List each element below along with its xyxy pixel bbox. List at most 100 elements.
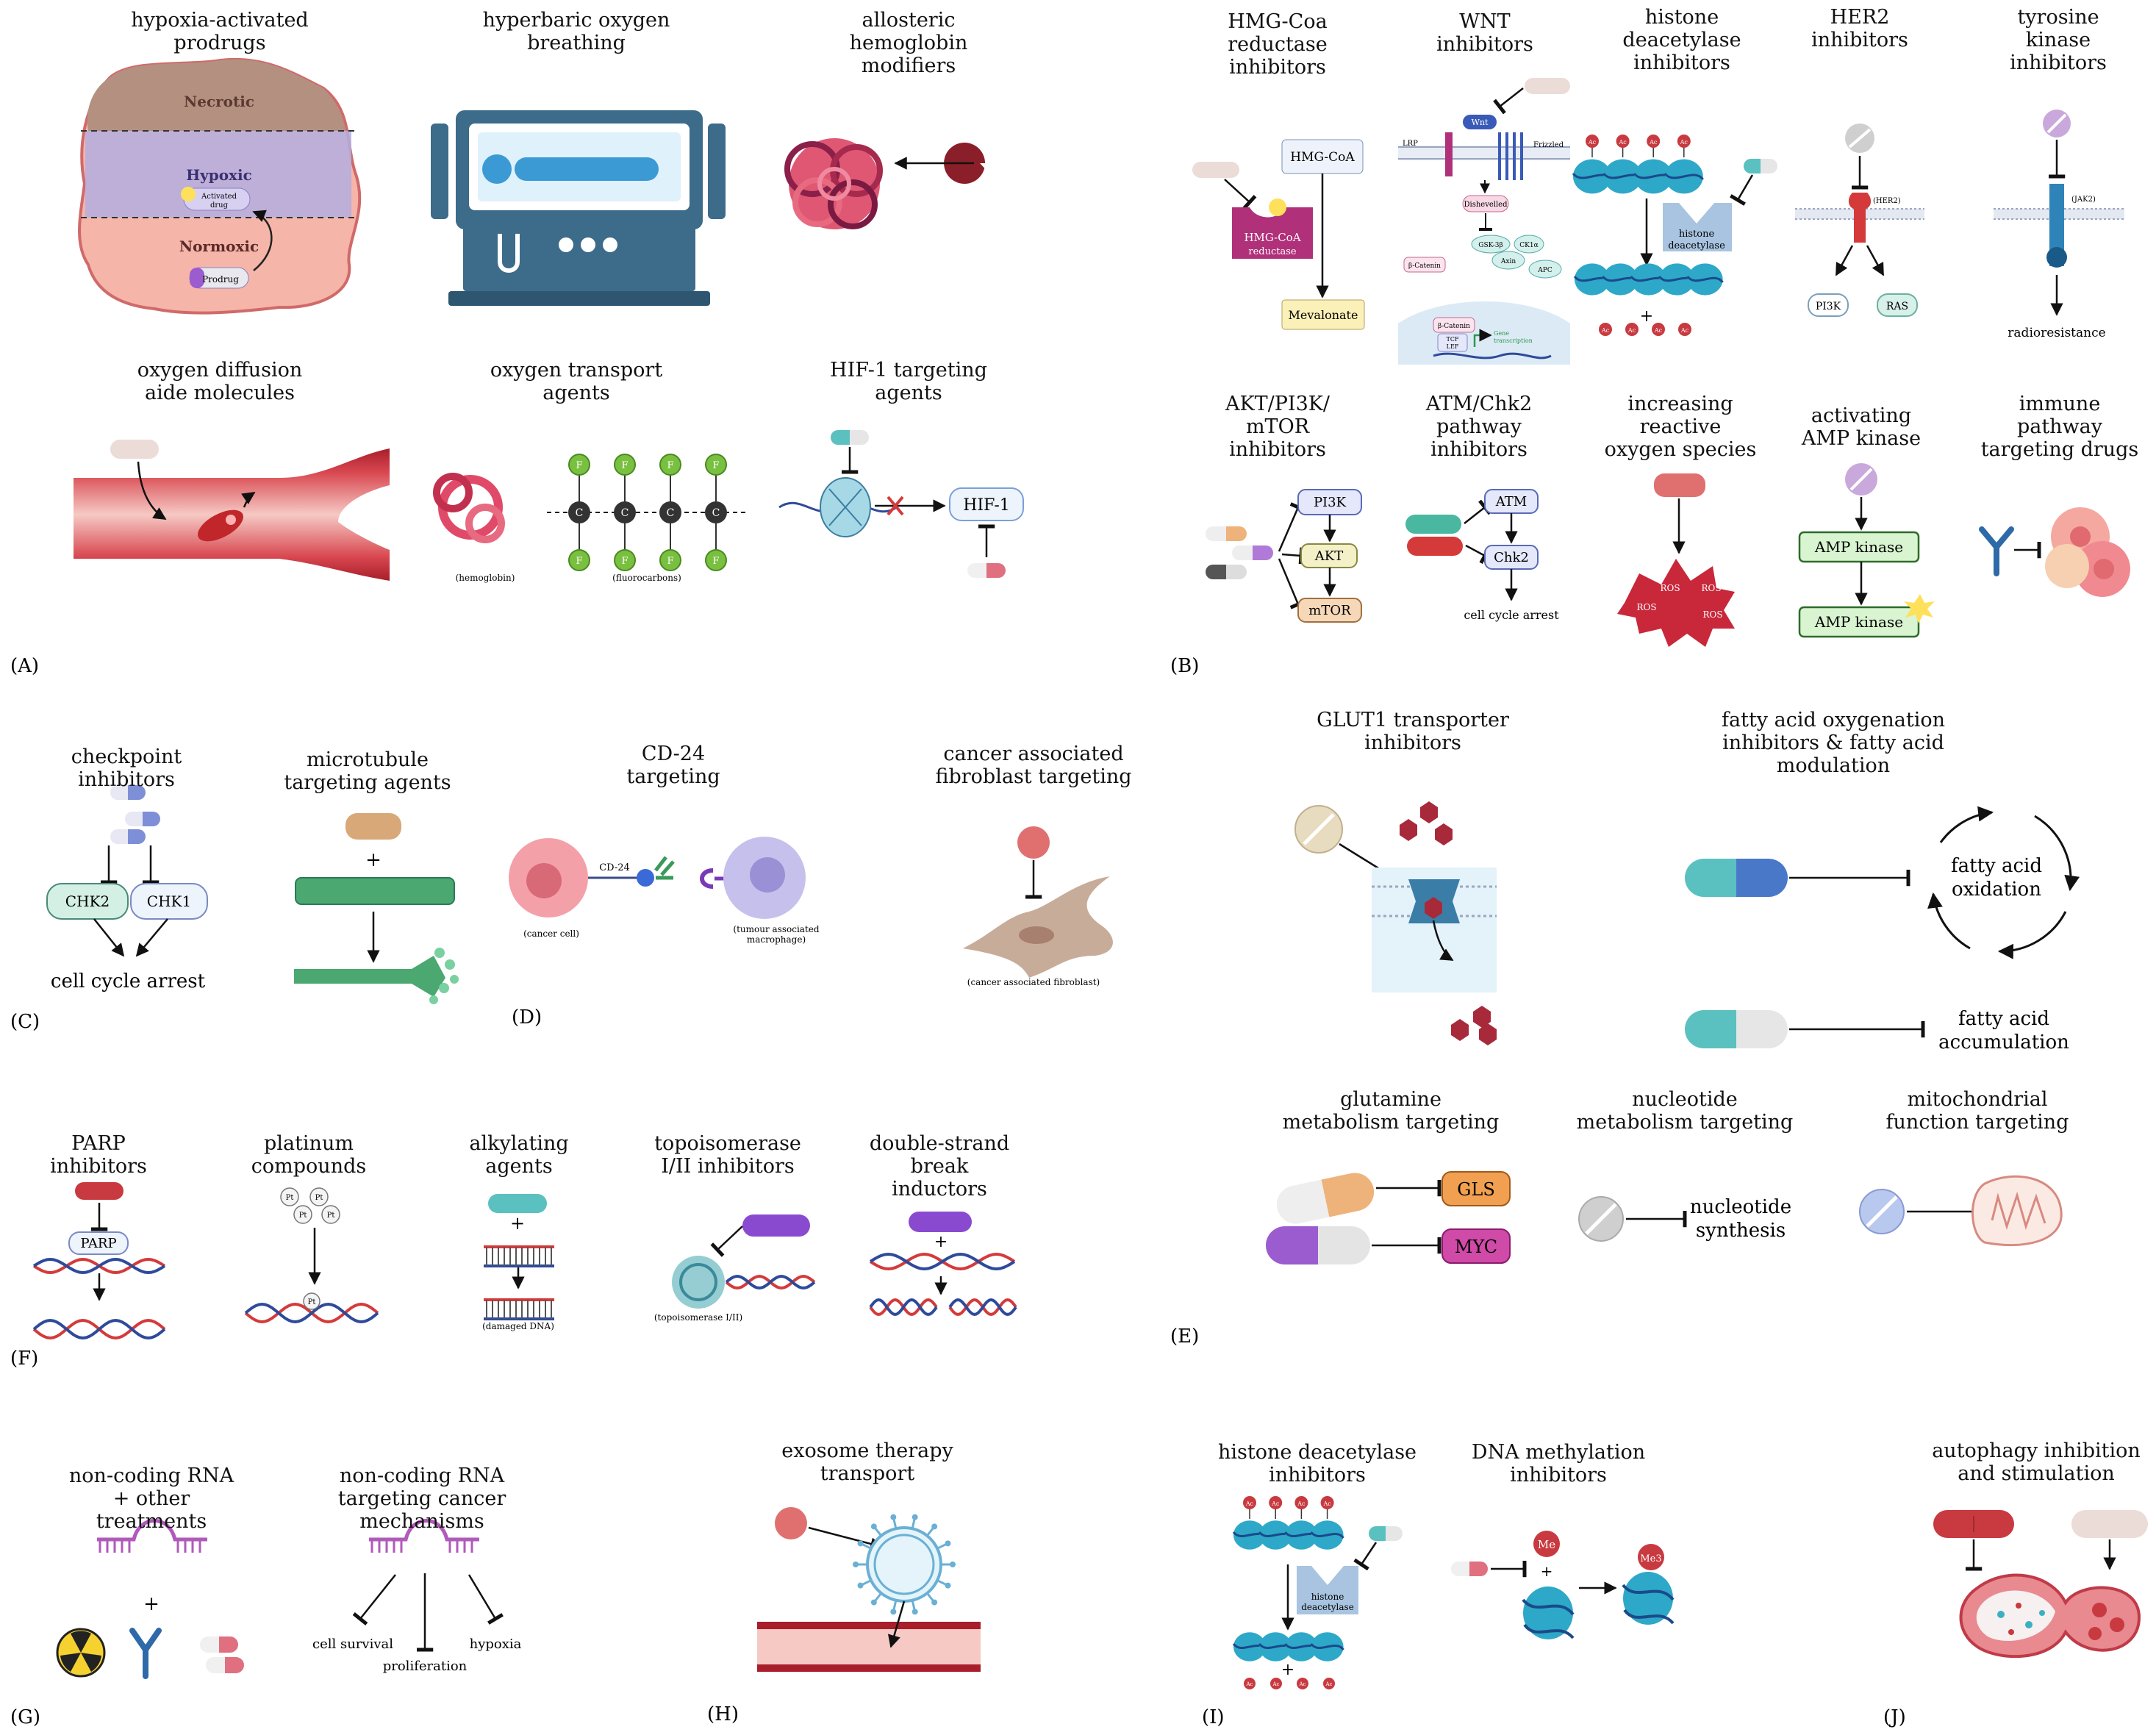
platinum-atom xyxy=(293,1205,312,1224)
dna-helix xyxy=(32,1318,166,1340)
chk2-c-label: CHK2 xyxy=(65,892,110,910)
title-akt-line-2: mTOR xyxy=(1245,415,1310,438)
mtor-label: mTOR xyxy=(1308,603,1351,618)
title-ros-line-1: increasing xyxy=(1627,393,1733,415)
ros-label-2: ROS xyxy=(1701,583,1721,593)
panel-label-D: (D) xyxy=(512,1006,542,1029)
akt-pi3k-label: PI3K xyxy=(1314,495,1347,510)
fatty-acid-accumulation-label-2: accumulation xyxy=(1938,1031,2069,1053)
title-fatty-acid-line-1: fatty acid oxygenation xyxy=(1722,709,1945,731)
title-fatty-acid-line-2: inhibitors & fatty acid xyxy=(1722,731,1944,754)
title-ncrna-mechanisms-line-2: targeting cancer xyxy=(337,1487,506,1510)
hmg-enzyme-label-1: HMG-CoA xyxy=(1244,231,1300,244)
title-dsb-line-3: inductors xyxy=(892,1178,987,1201)
topo-caption: (topoisomerase I/II) xyxy=(654,1312,742,1323)
dishevelled-label: Dishevelled xyxy=(1464,201,1508,209)
fluorine-symbol: F xyxy=(621,556,628,567)
me-label: Me xyxy=(1538,1538,1555,1551)
jak2-label: (JAK2) xyxy=(2071,196,2096,204)
acetyl-group xyxy=(1297,1678,1308,1689)
title-glutamine-line-1: glutamine xyxy=(1340,1088,1441,1111)
acetyl-group xyxy=(1323,1678,1335,1689)
platinum-symbol: Pt xyxy=(308,1298,316,1306)
dna-helix xyxy=(869,1252,1016,1271)
fluorine-symbol: F xyxy=(667,556,673,567)
gls-label: GLS xyxy=(1457,1179,1495,1200)
title-tki-line-2: kinase xyxy=(2025,29,2091,51)
acetyl-label: Ac xyxy=(1588,139,1597,146)
activated-drug-label-1: Activated xyxy=(201,193,237,201)
acetyl-label: Ac xyxy=(1680,139,1688,146)
title-checkpoint-line-1: checkpoint xyxy=(71,745,182,768)
acetyl-label: Ac xyxy=(1627,327,1636,334)
topo-illustration: (topoisomerase I/II) xyxy=(654,1214,810,1323)
platinum-atom-bound xyxy=(303,1292,320,1310)
acetyl-label: Ac xyxy=(1618,139,1627,146)
alkylating-plus: + xyxy=(510,1213,525,1234)
acetyl-group xyxy=(1320,1496,1334,1509)
panel-label-I: (I) xyxy=(1202,1706,1225,1728)
title-hdac-i-line-2: inhibitors xyxy=(1269,1464,1366,1487)
parp-illustration: PARP xyxy=(68,1182,129,1301)
hmg-substrate-label: HMG-CoA xyxy=(1290,150,1355,165)
histone-i-label: histone xyxy=(1311,1592,1344,1602)
title-hyperbaric-line-2: breathing xyxy=(527,32,626,54)
macrophage-caption-1: (tumour associated xyxy=(733,924,819,934)
title-akt-line-3: inhibitors xyxy=(1229,438,1326,461)
title-hdac-b-line-1: histone xyxy=(1644,6,1719,29)
axin-label: Axin xyxy=(1500,258,1516,265)
acetyl-group xyxy=(1294,1496,1308,1509)
acetyl-group xyxy=(1599,323,1612,336)
microtubule-illustration: + xyxy=(294,813,459,1004)
carbon-symbol: C xyxy=(667,507,675,519)
carbon-atom xyxy=(705,501,727,523)
platinum-symbol: Pt xyxy=(315,1194,323,1202)
title-dsb-line-1: double-strand xyxy=(869,1132,1010,1155)
title-wnt-line-1: WNT xyxy=(1459,10,1511,33)
fluorine-symbol: F xyxy=(712,556,719,567)
title-allosteric-line-2: hemoglobin xyxy=(849,32,968,54)
acetyl-group xyxy=(1270,1678,1282,1689)
title-ncrna-mechanisms-line-1: non-coding RNA xyxy=(339,1464,505,1487)
acetyl-label: Ac xyxy=(1246,1681,1253,1687)
title-ncrna-treatments-line-3: treatments xyxy=(96,1510,207,1533)
title-caf-line-1: cancer associated xyxy=(943,743,1124,765)
title-platinum-line-1: platinum xyxy=(264,1132,354,1155)
title-dnmt-line-2: inhibitors xyxy=(1510,1464,1607,1487)
ncrna-plus: + xyxy=(143,1593,160,1615)
acetyl-label: Ac xyxy=(1297,1500,1306,1507)
panel-label-C: (C) xyxy=(10,1011,40,1033)
normoxic-label: Normoxic xyxy=(179,237,259,255)
title-mito-line-2: function targeting xyxy=(1885,1111,2069,1134)
panel-label-B: (B) xyxy=(1170,655,1199,677)
chk2-label: Chk2 xyxy=(1494,550,1529,565)
ck1a-label: CK1α xyxy=(1519,242,1538,249)
parp-label: PARP xyxy=(80,1236,116,1251)
her2-receptor-label: (HER2) xyxy=(1873,197,1901,205)
title-her2-line-1: HER2 xyxy=(1830,6,1890,29)
title-hyperbaric-line-1: hyperbaric oxygen xyxy=(482,9,670,32)
deacetylase-i-label: deacetylase xyxy=(1301,1602,1354,1612)
ncrna-mechanisms-illustration: cell survival proliferation hypoxia xyxy=(312,1519,522,1674)
fluorine-atom xyxy=(614,549,636,571)
title-ncrna-mechanisms-line-3: mechanisms xyxy=(359,1510,484,1533)
hif1-label: HIF-1 xyxy=(963,496,1010,515)
mevalonate-label: Mevalonate xyxy=(1289,308,1358,322)
title-akt-line-1: AKT/PI3K/ xyxy=(1225,393,1331,415)
title-oxygen-diffusion-line-2: aide molecules xyxy=(144,382,296,404)
dna-helix xyxy=(869,1298,938,1317)
radioresistance-label: radioresistance xyxy=(2008,326,2105,340)
